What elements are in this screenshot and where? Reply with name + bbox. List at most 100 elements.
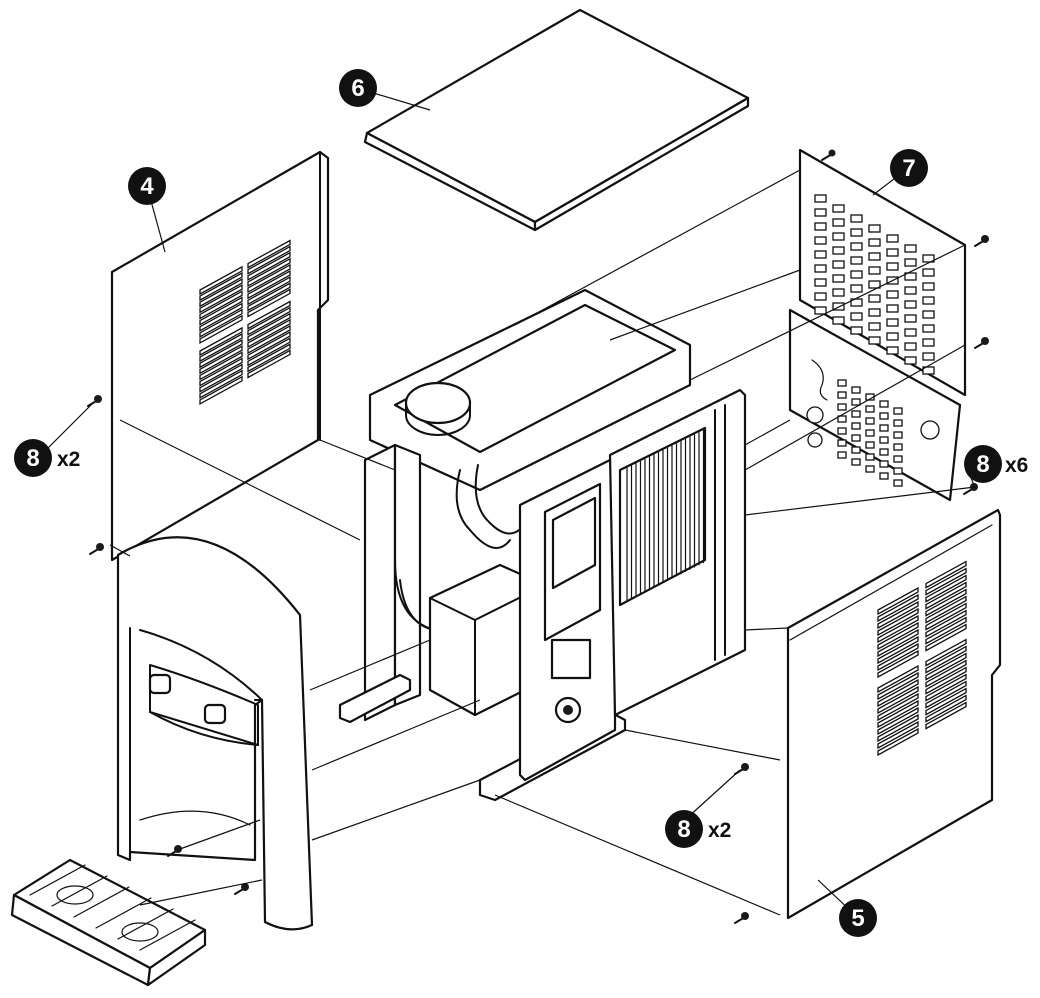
perforation [850, 256, 863, 265]
vent-slot [877, 635, 919, 665]
perforation [904, 244, 917, 253]
vent-slot [247, 306, 291, 336]
perforation [865, 453, 875, 461]
perforation [886, 318, 899, 327]
perforation [886, 262, 899, 271]
perforation [868, 336, 881, 345]
perforation [879, 472, 889, 480]
perforation [904, 300, 917, 309]
vent-slot [199, 369, 243, 399]
vent-slot [925, 602, 967, 631]
perforation [886, 346, 899, 355]
vent-slot [925, 645, 967, 674]
vent-slot [925, 560, 967, 589]
vent-slot [925, 588, 967, 617]
callout-8-right-top: 8 x6 [964, 445, 1028, 483]
grate-bar [73, 886, 130, 918]
top-cover-panel [363, 8, 750, 232]
vent-slot [925, 659, 967, 688]
perforation [837, 379, 847, 387]
vent-slot [877, 628, 919, 658]
perforation [850, 284, 863, 293]
perforation [837, 415, 847, 423]
perforation [851, 434, 861, 442]
vent-slot [925, 701, 967, 730]
callout-label: 8 [26, 445, 39, 472]
perforation [868, 308, 881, 317]
vent-slot [877, 685, 919, 715]
vent-slot [925, 666, 967, 695]
vent-slot [877, 706, 919, 736]
perforation [893, 455, 903, 463]
screw [89, 543, 104, 555]
vent-slot [925, 680, 967, 709]
perforation [879, 412, 889, 420]
perforation [814, 250, 827, 259]
vent-slot [877, 692, 919, 722]
perforation [868, 252, 881, 261]
vent-slot [199, 357, 243, 387]
perforation [893, 407, 903, 415]
perforation [850, 312, 863, 321]
vent-slot [877, 607, 919, 637]
callout-label: 4 [140, 173, 154, 200]
callout-8-bottom: 8 x2 [665, 810, 731, 848]
vent-slot [925, 673, 967, 702]
vent-slot [247, 324, 291, 355]
vent-slot [925, 652, 967, 681]
perforation [922, 366, 935, 375]
perforation [904, 314, 917, 323]
perforation [922, 296, 935, 305]
perforation [814, 236, 827, 245]
vent-slot [247, 312, 291, 342]
vent-slot [877, 614, 919, 644]
perforation [837, 451, 847, 459]
perforation [868, 322, 881, 331]
perforation [865, 405, 875, 413]
perforation [886, 290, 899, 299]
vent-slot [199, 290, 243, 320]
vent-slot [199, 351, 243, 381]
perforation [837, 439, 847, 447]
vent-slot [877, 600, 919, 630]
vent-slot [247, 251, 291, 281]
perforation [850, 228, 863, 237]
perforation [868, 224, 881, 233]
vent-slot [247, 276, 291, 306]
perforation [922, 352, 935, 361]
vent-slot [199, 332, 243, 363]
callout-label: 5 [851, 905, 864, 932]
drip-tray [10, 858, 207, 987]
vent-slot [199, 302, 243, 332]
vent-slot [925, 623, 967, 652]
perforation [837, 427, 847, 435]
rear-panel [788, 148, 967, 502]
perforation [893, 419, 903, 427]
rear-panel-perforations [814, 194, 935, 487]
perforation [865, 441, 875, 449]
vent-slot [925, 687, 967, 716]
callout-label: 7 [902, 155, 915, 182]
vent-slot [925, 581, 967, 610]
vent-slot [925, 609, 967, 638]
perforation [851, 386, 861, 394]
screw [87, 395, 102, 407]
screw [167, 845, 182, 857]
grate-bar [95, 897, 152, 929]
perforation [814, 292, 827, 301]
perforation [886, 332, 899, 341]
perforation [850, 242, 863, 251]
perforation [868, 280, 881, 289]
perforation [922, 282, 935, 291]
vent-slot [247, 349, 291, 379]
perforation [893, 479, 903, 487]
perforation [850, 326, 863, 335]
vent-slot [877, 649, 919, 679]
vent-slot [199, 271, 243, 302]
vent-slot [877, 621, 919, 651]
perforation [904, 328, 917, 337]
vent-slot [199, 339, 243, 369]
vent-slot [247, 300, 291, 330]
perforation [832, 288, 845, 297]
vent-slot [877, 678, 919, 708]
